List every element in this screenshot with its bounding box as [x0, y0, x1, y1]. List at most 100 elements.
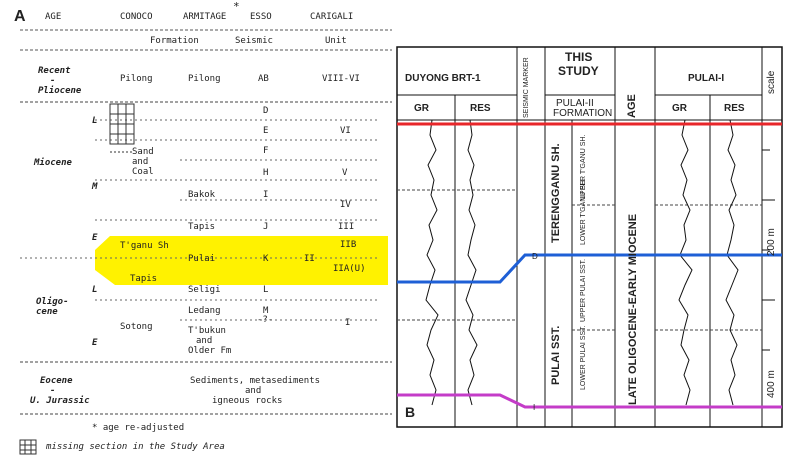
basement-line-2: and [245, 386, 262, 396]
pulai-formation-2: FORMATION [553, 108, 613, 119]
subage-l1: L [92, 116, 98, 126]
pulai-gr-log [678, 119, 693, 406]
armitage-ledang: Ledang [188, 306, 221, 316]
esso-l: L [263, 285, 269, 295]
esso-q: -?- [257, 315, 274, 325]
armitage-pulai: Pulai [188, 254, 216, 264]
carigali-iib: IIB [340, 240, 357, 250]
marker-i: I [533, 403, 536, 412]
this-study-2: STUDY [558, 64, 599, 78]
header-esso: ESSO [250, 12, 272, 22]
subage-l2: L [92, 285, 98, 295]
esso-i: I [263, 190, 269, 200]
terengganu-sh: TERENGGANU SH. [550, 143, 562, 243]
panel-a-label: A [14, 8, 26, 25]
marker-d: D [532, 252, 538, 261]
armitage-tapis: Tapis [188, 222, 216, 232]
scale-200: 200 m [766, 228, 777, 256]
upper-pulai: UPPER PULAI SST. [580, 258, 587, 322]
conoco-coal: Coal [132, 167, 154, 177]
duyong-res: RES [470, 103, 491, 114]
subheader-unit: Unit [325, 36, 347, 46]
carigali-vi: VI [340, 126, 351, 136]
basement-line-1: Sediments, metasediments [190, 376, 321, 386]
lower-pulai: LOWER PULAI SST. [580, 325, 587, 390]
footnote-age: * age re-adjusted [92, 423, 185, 433]
header-age: AGE [45, 12, 62, 22]
armitage-and: and [196, 336, 213, 346]
carigali-iv: IV [340, 200, 351, 210]
esso-f: F [263, 146, 269, 156]
header-carigali: CARIGALI [310, 12, 354, 22]
lower-tganu: LOWER T'GANU SH. [580, 178, 587, 245]
pulai-sst: PULAI SST. [550, 325, 562, 385]
conoco-and: and [132, 157, 149, 167]
conoco-tapis: Tapis [130, 274, 158, 284]
conoco-sand: Sand [132, 147, 154, 157]
armitage-pilong: Pilong [188, 74, 221, 84]
armitage-older: Older Fm [188, 346, 232, 356]
esso-h: H [263, 168, 269, 178]
pulai-res: RES [724, 103, 745, 114]
carigali-i: I [345, 318, 351, 328]
blue-marker-line [397, 253, 782, 284]
header-conoco: CONOCO [120, 12, 153, 22]
carigali-v: V [342, 168, 348, 178]
pulai-formation-1: PULAI-II [556, 98, 594, 109]
header-armitage: ARMITAGE [183, 12, 227, 22]
highlight-band [95, 236, 388, 285]
carigali-ii: II [304, 254, 315, 264]
pulai-gr: GR [672, 103, 687, 114]
magenta-marker-line [397, 393, 782, 409]
pulai-res-log [725, 119, 739, 406]
duyong-gr-log [425, 119, 439, 406]
esso-j: J [263, 222, 269, 232]
basement-line-3: igneous rocks [212, 396, 283, 406]
age-miocene: Miocene [34, 158, 72, 168]
duyong-gr: GR [414, 103, 429, 114]
age-text: LATE OLIGOCENE-EARLY MIOCENE [627, 213, 639, 405]
subage-e2: E [92, 338, 98, 348]
age-oligocene-2: cene [36, 307, 58, 317]
armitage-bakok: Bakok [188, 190, 216, 200]
carigali-iii: III [338, 222, 355, 232]
this-study-1: THIS [565, 50, 593, 64]
age-jurassic: U. Jurassic [30, 396, 90, 406]
armitage-seligi: Seligi [188, 285, 221, 295]
esso-k: K [263, 254, 269, 264]
esso-m: M [263, 306, 269, 316]
duyong-title: DUYONG BRT-1 [405, 73, 481, 84]
subheader-seismic: Seismic [235, 36, 273, 46]
age-recent: Recent [38, 66, 71, 76]
age-eocene: Eocene [40, 376, 73, 386]
age-header: AGE [626, 94, 638, 118]
carigali-iia: IIA(U) [333, 264, 366, 274]
duyong-res-log [465, 119, 478, 406]
age-dash-2: - [50, 386, 56, 396]
esso-e: E [263, 126, 269, 136]
carigali-viii: VIII-VI [322, 74, 360, 84]
footnote-missing: missing section in the Study Area [46, 442, 225, 452]
seismic-marker-header: SEISMIC MARKER [523, 57, 530, 118]
conoco-tganu: T'ganu Sh [120, 241, 169, 251]
subage-m: M [92, 182, 98, 192]
conoco-pilong: Pilong [120, 74, 153, 84]
scale-label: scale [766, 70, 777, 94]
asterisk: * [233, 0, 240, 13]
subheader-formation: Formation [150, 36, 199, 46]
esso-d: D [263, 106, 269, 116]
missing-section-grid [109, 103, 135, 153]
subage-e1: E [92, 233, 98, 243]
legend-grid-icon [19, 439, 37, 455]
armitage-tbukun: T'bukun [188, 326, 226, 336]
pulai1-title: PULAI-I [688, 73, 725, 84]
esso-ab: AB [258, 74, 269, 84]
panel-b-label: B [405, 404, 416, 420]
age-pliocene: Pliocene [38, 86, 82, 96]
age-dash-1: - [50, 76, 56, 86]
scale-400: 400 m [766, 370, 777, 398]
age-oligocene-1: Oligo- [36, 297, 69, 307]
conoco-sotong: Sotong [120, 322, 153, 332]
